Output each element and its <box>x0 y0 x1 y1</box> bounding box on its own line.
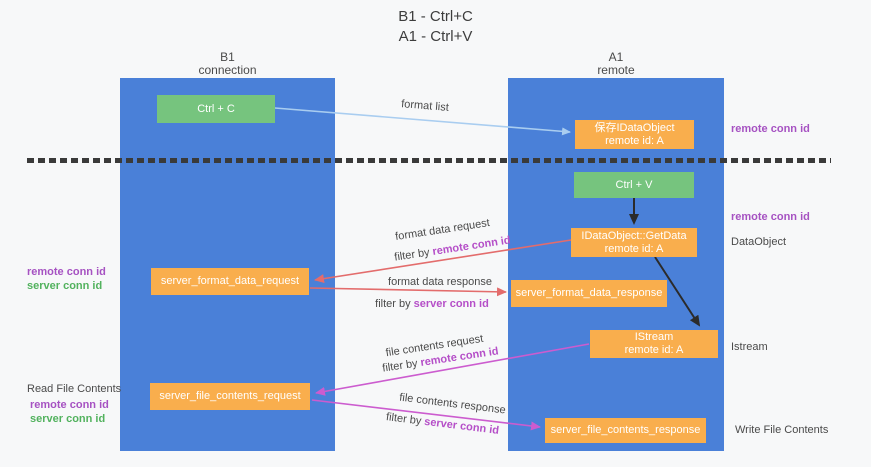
istream-line1: IStream <box>634 331 674 343</box>
lane-header-b1: B1 connection <box>120 51 335 77</box>
getdata-line1: IDataObject::GetData <box>581 229 687 242</box>
remote-conn-id-annotation-top: remote conn id <box>731 123 810 135</box>
title-line-paste: A1 - Ctrl+V <box>398 28 473 45</box>
server-file-contents-request-label: server_file_contents_request <box>159 390 301 402</box>
save-idataobject-line2: remote id: A <box>605 134 664 147</box>
save-idataobject-line1: 保存IDataObject <box>594 121 675 134</box>
dataobject-annotation: DataObject <box>731 236 787 248</box>
server-format-data-response-box: server_format_data_response <box>511 280 667 307</box>
title-line-copy: B1 - Ctrl+C <box>398 8 473 25</box>
getdata-to-istream-arrow <box>654 256 701 327</box>
remote-conn-id-annotation-left-1: remote conn id <box>27 266 106 278</box>
server-file-contents-request-box: server_file_contents_request <box>150 383 310 410</box>
lane-a1-role: remote <box>597 63 635 77</box>
format-data-response-label: format data response <box>388 276 492 288</box>
ctrl-c-keypress-box: Ctrl + C <box>157 95 275 123</box>
format-data-response-arrow <box>309 287 507 297</box>
server-file-contents-response-box: server_file_contents_response <box>545 418 706 443</box>
istream-annotation: Istream <box>731 341 768 353</box>
ctrl-v-keypress-box: Ctrl + V <box>574 172 694 198</box>
lane-a1-name: A1 <box>608 50 624 64</box>
format-data-request-arrow <box>314 239 572 284</box>
istream-line2: remote id: A <box>624 344 684 356</box>
file-contents-response-arrow <box>311 399 541 431</box>
server-conn-id-highlight: server conn id <box>413 298 489 310</box>
istream-box: IStream remote id: A <box>590 330 718 358</box>
ctrl-v-label: Ctrl + V <box>615 178 653 191</box>
server-format-data-request-box: server_format_data_request <box>151 268 309 295</box>
getdata-line2: remote id: A <box>604 242 664 255</box>
lane-b1-role: connection <box>198 63 257 77</box>
phase-separator-dashed-line <box>27 158 831 163</box>
write-file-contents-annotation: Write File Contents <box>735 424 829 436</box>
idataobject-getdata-box: IDataObject::GetData remote id: A <box>571 228 697 257</box>
filter-by-text: filter by <box>375 298 411 310</box>
server-conn-id-annotation-left-2: server conn id <box>30 413 106 425</box>
remote-conn-id-annotation-mid: remote conn id <box>731 211 810 223</box>
file-contents-request-arrow <box>315 343 590 396</box>
save-idataobject-box: 保存IDataObject remote id: A <box>575 120 694 149</box>
server-format-data-response-label: server_format_data_response <box>515 287 663 299</box>
read-file-contents-annotation: Read File Contents <box>27 383 122 395</box>
server-format-data-request-label: server_format_data_request <box>160 275 300 287</box>
server-file-contents-response-label: server_file_contents_response <box>550 424 701 436</box>
server-conn-id-annotation-left-1: server conn id <box>27 280 103 292</box>
remote-conn-id-annotation-left-2: remote conn id <box>30 399 109 411</box>
ctrl-c-label: Ctrl + C <box>197 102 235 115</box>
lane-b1-name: B1 <box>220 50 235 64</box>
diagram-title: B1 - Ctrl+C A1 - Ctrl+V <box>0 7 871 47</box>
format-list-arrow <box>274 107 571 136</box>
lane-header-a1: A1 remote <box>508 51 724 77</box>
